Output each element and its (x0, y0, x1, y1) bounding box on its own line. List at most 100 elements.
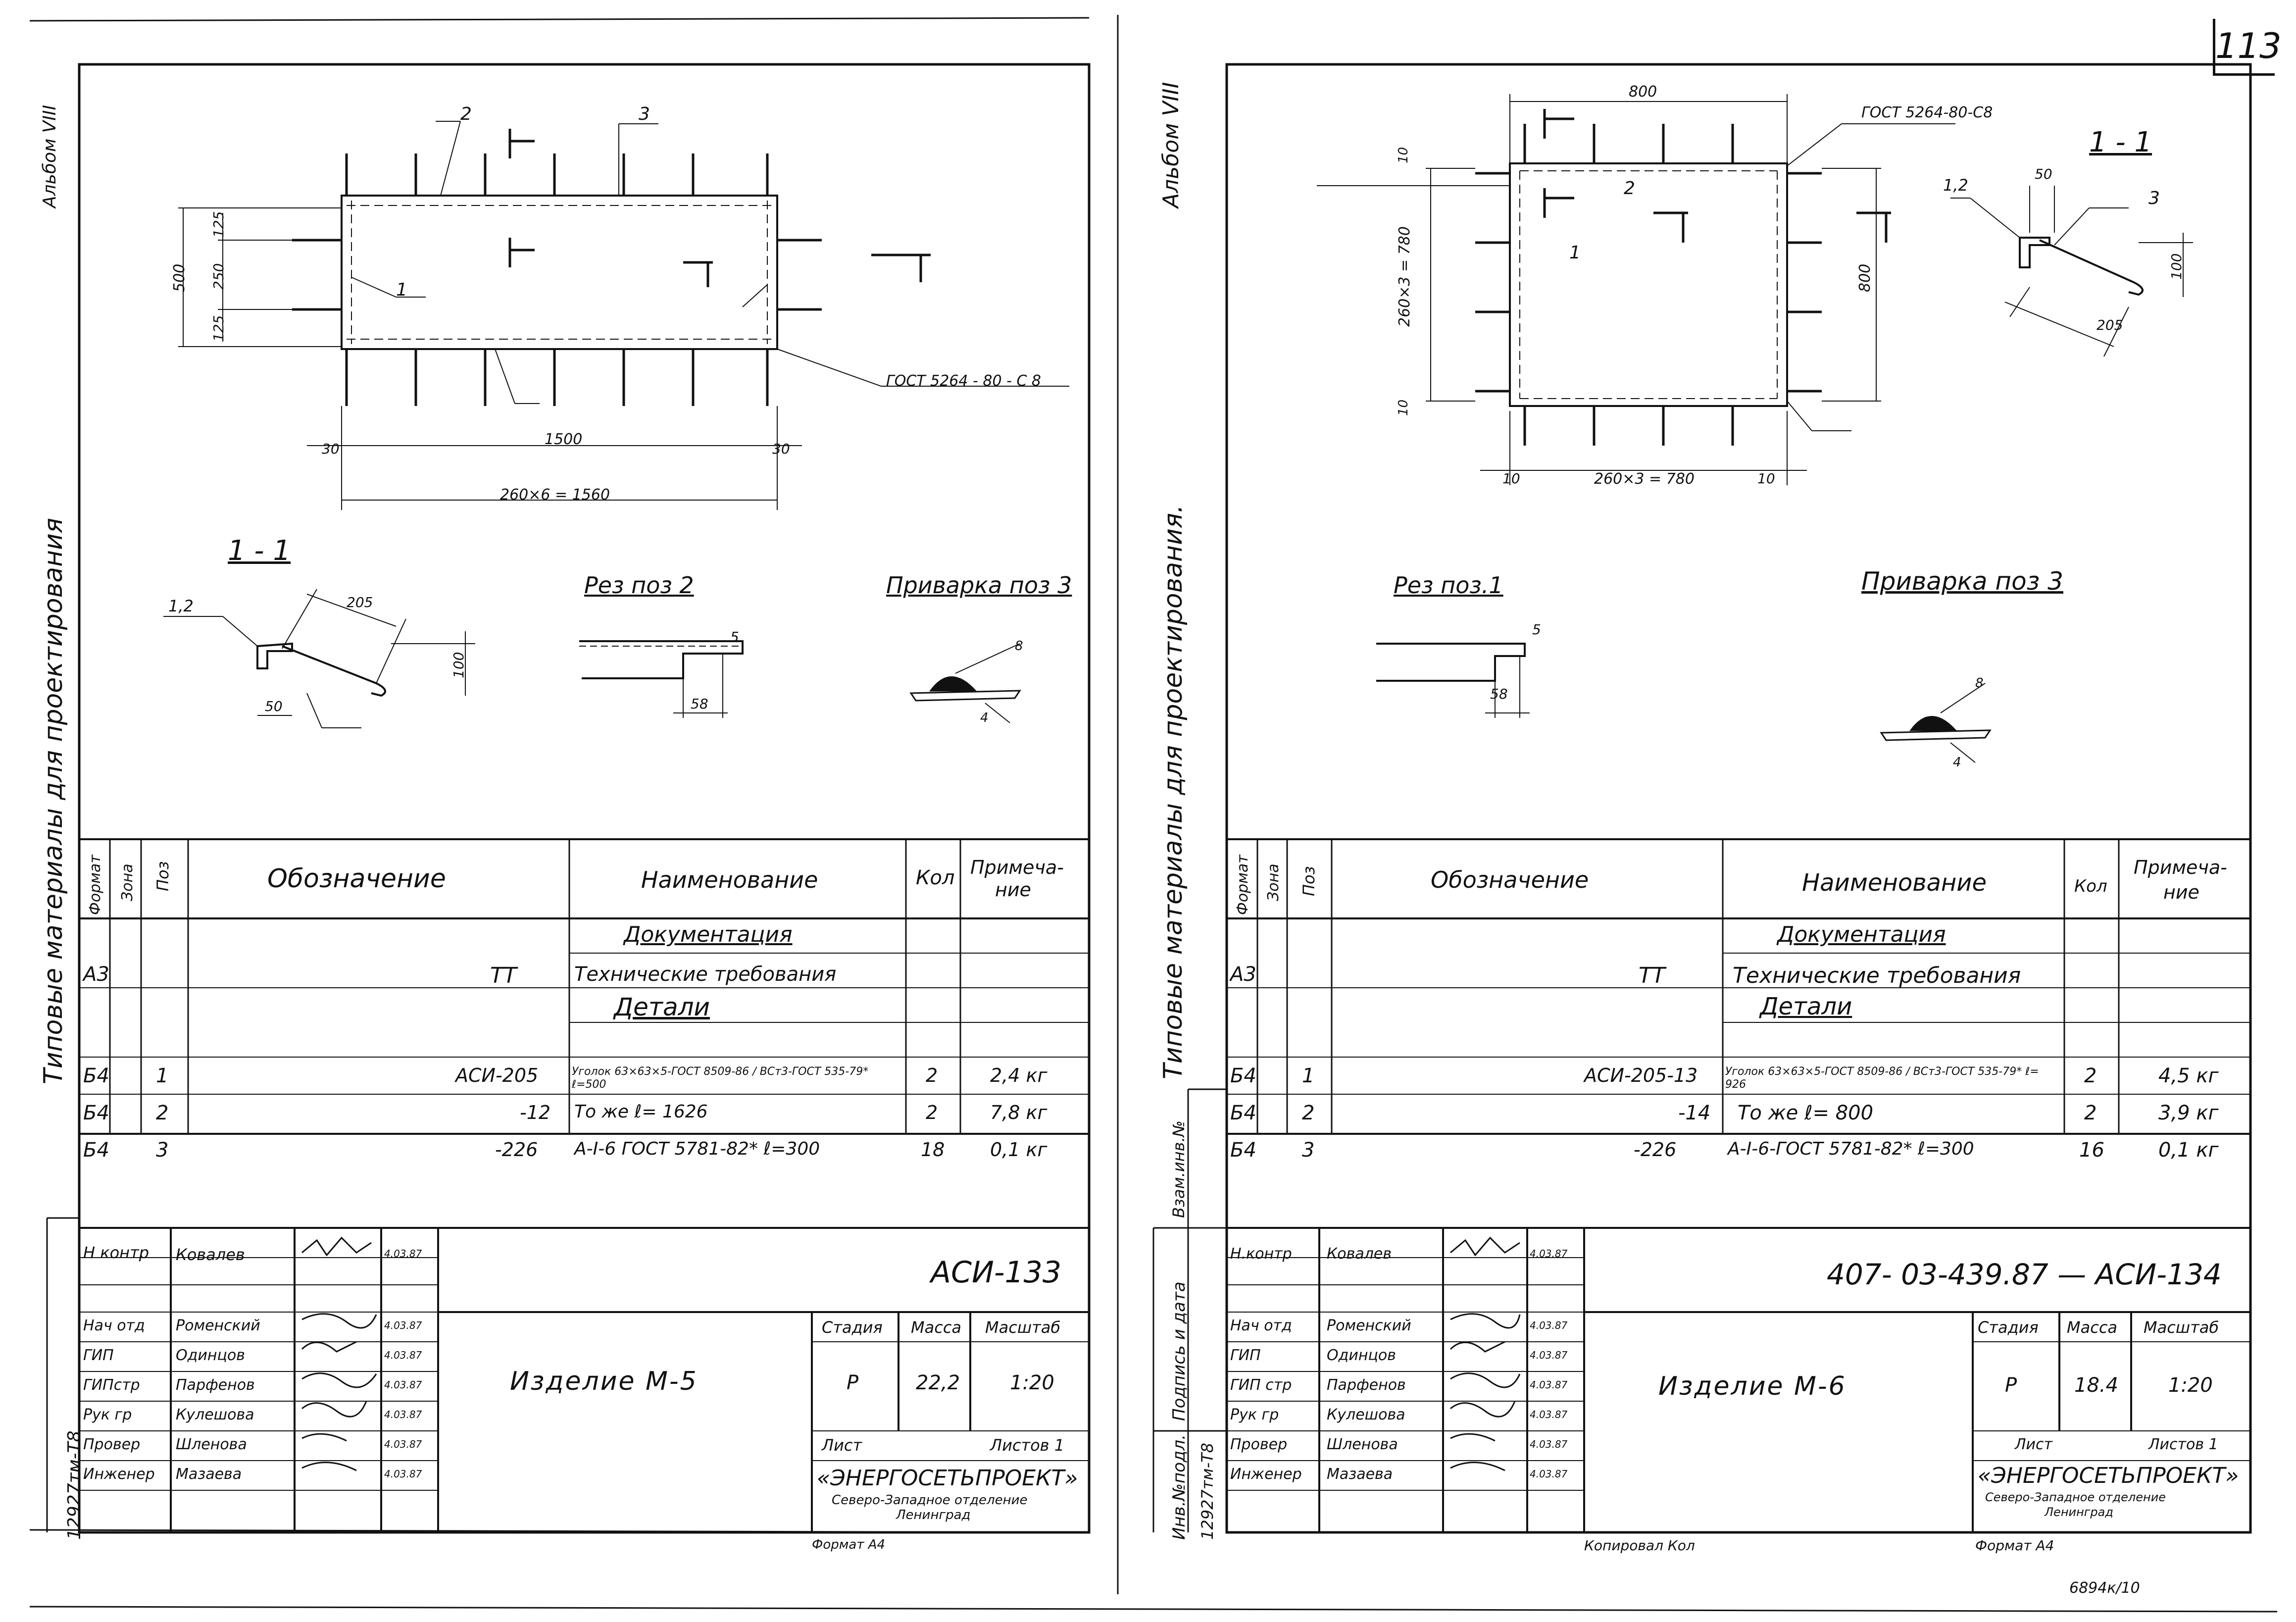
left-doc-code: АСИ-133 (931, 1255, 1061, 1290)
left-tb-date1: 4.03.87 (384, 1319, 422, 1331)
left-mass-label: Масса (911, 1318, 962, 1337)
left-callout-2: 2 (460, 104, 472, 124)
rez-poz1-detail (1376, 643, 1530, 718)
right-copied: Копировал Кол (1584, 1537, 1695, 1554)
left-h-format: Формат (87, 855, 104, 915)
left-dim-30b: 30 (772, 441, 790, 457)
left-tb-date4: 4.03.87 (384, 1409, 422, 1420)
anchors-pos3 (292, 153, 822, 406)
right-stage: Р (2005, 1374, 2017, 1397)
left-row0-designation: ТТ (490, 963, 517, 988)
right-tb-name3: Парфенов (1327, 1376, 1406, 1394)
right-tb-date4: 4.03.87 (1530, 1409, 1568, 1420)
left-product: Изделие М-5 (510, 1367, 698, 1396)
right-row1-format: Б4 (1230, 1064, 1256, 1087)
left-drawing-m5 (163, 121, 1069, 728)
left-row0-format: А3 (83, 963, 109, 986)
right-row1-pos: 1 (1302, 1064, 1315, 1087)
left-row3-pos: 3 (156, 1139, 169, 1162)
right-row0-name: Технические требования (1733, 963, 2021, 988)
right-tb-role1: Нач отд (1230, 1317, 1292, 1334)
left-tb-name2: Одинцов (176, 1347, 245, 1364)
right-tb-date5: 4.03.87 (1530, 1438, 1568, 1450)
left-tb-date2: 4.03.87 (384, 1349, 422, 1361)
right-section-parts: Детали (1760, 993, 1852, 1020)
left-callout-3: 3 (639, 104, 650, 124)
left-section-label: 1 - 1 (228, 535, 291, 567)
right-scale-label: Масштаб (2144, 1318, 2219, 1337)
right-dim-4: 4 (1953, 755, 1961, 770)
left-callout-1: 1 (396, 280, 407, 300)
left-stage-label: Стадия (822, 1318, 883, 1337)
right-doc-code: 407- 03-439.87 — АСИ-134 (1827, 1258, 2222, 1291)
right-row3-qty: 16 (2079, 1139, 2104, 1162)
left-tb-role5: Провер (83, 1436, 141, 1453)
left-row1-qty: 2 (926, 1064, 938, 1086)
right-tb-role5: Провер (1230, 1436, 1288, 1453)
left-row3-name: А-I-6 ГОСТ 5781-82* ℓ=300 (574, 1139, 820, 1159)
left-tb-name1: Роменский (176, 1317, 260, 1334)
left-dim-1500: 1500 (545, 431, 583, 448)
left-h-designation: Обозначение (267, 864, 446, 894)
left-dim-205: 205 (347, 594, 373, 610)
left-org-sub1: Северо-Западное отделение (832, 1493, 1028, 1508)
frame-m6-outline (1509, 162, 1788, 407)
right-row1-name: Уголок 63×63×5-ГОСТ 8509-86 / ВСт3-ГОСТ … (1725, 1065, 2039, 1091)
right-org-sub2: Ленинград (2045, 1505, 2113, 1519)
left-tb-name5: Шленова (176, 1436, 247, 1453)
right-rez-label: Рез поз.1 (1394, 572, 1503, 599)
right-h-note2: ние (2163, 881, 2199, 903)
left-dim-8: 8 (1015, 639, 1023, 654)
right-row1-note: 4,5 кг (2158, 1064, 2219, 1087)
left-h-qty: Кол (916, 866, 955, 889)
right-dim-10d: 10 (1757, 470, 1775, 487)
right-dim-50: 50 (2035, 166, 2052, 182)
left-row2-designation: -12 (520, 1102, 551, 1123)
left-weld-label: Приварка поз 3 (886, 572, 1072, 599)
section-1-1-left (163, 589, 475, 728)
left-tb-date5: 4.03.87 (384, 1438, 422, 1450)
left-tb-date6: 4.03.87 (384, 1468, 422, 1480)
left-h-pos: Поз (153, 861, 172, 891)
left-tb-role3: ГИПстр (83, 1376, 140, 1394)
right-org-sub1: Северо-Западное отделение (1985, 1490, 2166, 1504)
left-row1-format: Б4 (83, 1064, 109, 1087)
right-tb-name6: Мазаева (1327, 1466, 1393, 1483)
right-h-pos: Поз (1299, 866, 1318, 896)
right-row2-note: 3,9 кг (2158, 1102, 2219, 1124)
right-callout-1: 1 (1569, 243, 1581, 263)
right-tb-role3: ГИП стр (1230, 1376, 1292, 1394)
left-org-sub2: Ленинград (896, 1508, 971, 1522)
right-callout-3: 3 (2148, 188, 2160, 208)
right-h-name: Наименование (1802, 869, 1987, 897)
left-scale: 1:20 (1010, 1371, 1054, 1394)
left-tb-role6: Инженер (83, 1466, 155, 1483)
left-dim-4: 4 (980, 710, 989, 725)
left-row2-qty: 2 (926, 1102, 938, 1123)
right-dim-10b: 10 (1396, 399, 1411, 416)
left-gost-weld: ГОСТ 5264 - 80 - С 8 (886, 372, 1042, 390)
left-rez-label: Рез поз 2 (584, 572, 694, 599)
right-format-note: Формат А4 (1975, 1537, 2054, 1554)
right-product: Изделие М-6 (1658, 1371, 1847, 1401)
right-signatures (1449, 1236, 1521, 1471)
right-tb-date0: 4.03.87 (1530, 1248, 1568, 1260)
left-row1-designation: АСИ-205 (455, 1064, 539, 1086)
left-dim-58: 58 (691, 696, 708, 712)
left-row1-pos: 1 (156, 1064, 169, 1087)
left-mass: 22,2 (916, 1371, 960, 1394)
right-callout-12: 1,2 (1943, 176, 1968, 195)
left-dim-125b: 125 (210, 315, 227, 342)
right-row3-pos: 3 (1302, 1139, 1315, 1162)
left-dim-5: 5 (730, 629, 739, 645)
left-row3-format: Б4 (83, 1139, 109, 1162)
left-section-docs: Документация (624, 922, 793, 947)
left-section-parts: Детали (614, 993, 710, 1021)
right-row0-designation: ТТ (1639, 963, 1665, 988)
left-tb-name4: Кулешова (176, 1406, 254, 1423)
right-sheet-label: Лист (2015, 1436, 2053, 1453)
right-h-note1: Примеча- (2134, 857, 2227, 878)
right-row3-note: 0,1 кг (2158, 1139, 2219, 1162)
left-row1-name: Уголок 63×63×5-ГОСТ 8509-86 / ВСт3-ГОСТ … (572, 1065, 869, 1091)
left-tb-role0: Н контр (83, 1243, 150, 1262)
